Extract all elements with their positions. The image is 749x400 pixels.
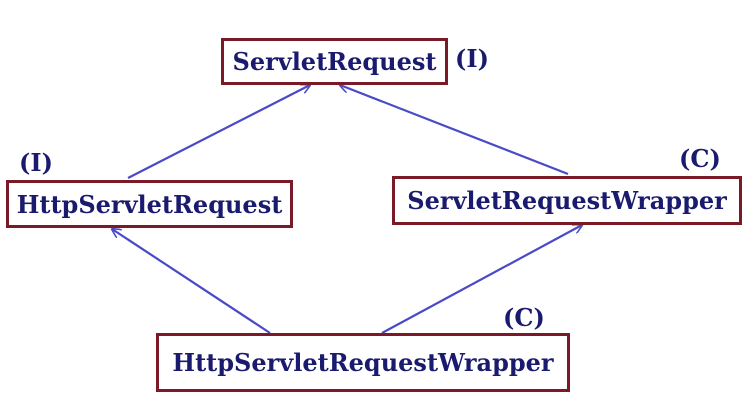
servlet-request-wrapper-label: ServletRequestWrapper [407, 186, 727, 215]
http-servlet-request-box: HttpServletRequest [6, 180, 293, 228]
servlet-request-interface-tag: (I) [455, 44, 489, 73]
http-servlet-request-wrapper-label: HttpServletRequestWrapper [172, 348, 554, 377]
arrow-http-to-servlet [127, 85, 310, 179]
arrow-httpwrapper-to-http [112, 229, 271, 334]
http-servlet-request-wrapper-class-tag: (C) [503, 303, 545, 332]
arrow-httpwrapper-to-wrapper [381, 225, 582, 334]
servlet-request-label: ServletRequest [232, 47, 437, 76]
http-servlet-request-wrapper-box: HttpServletRequestWrapper [156, 333, 570, 392]
http-servlet-request-label: HttpServletRequest [16, 189, 283, 219]
servlet-request-wrapper-box: ServletRequestWrapper [392, 176, 742, 225]
servlet-request-box: ServletRequest [221, 38, 448, 85]
servlet-request-wrapper-class-tag: (C) [679, 144, 721, 173]
http-servlet-request-interface-tag: (I) [19, 148, 53, 177]
arrow-wrapper-to-servlet [340, 85, 569, 176]
